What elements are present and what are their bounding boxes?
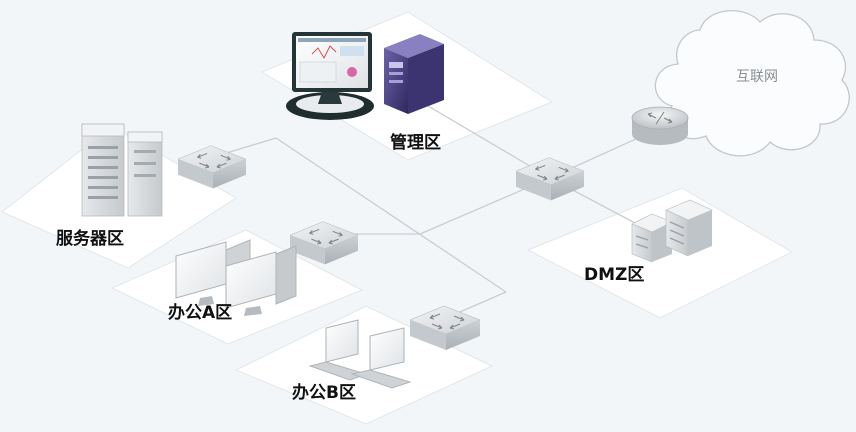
link-core-management	[417, 99, 551, 179]
office-a-zone-label: 办公A区	[168, 303, 233, 323]
office-b-zone-label: 办公B区	[292, 383, 356, 403]
internet-label: 互联网	[736, 69, 778, 85]
monitor-icon	[286, 32, 374, 120]
server-rack-icon	[81, 123, 163, 217]
office-b-platform	[234, 305, 494, 425]
dmz-server-icon	[631, 199, 713, 263]
cloud-icon	[654, 10, 850, 157]
management-server-icon	[384, 34, 444, 114]
router-icon	[631, 106, 689, 145]
dmz-zone-label: DMZ区	[584, 265, 645, 285]
management-zone-label: 管理区	[390, 133, 441, 153]
server-zone-label: 服务器区	[56, 229, 124, 249]
desktop-pc-icon	[175, 239, 297, 316]
link-backbone	[275, 137, 507, 293]
laptop-icon	[308, 319, 412, 389]
